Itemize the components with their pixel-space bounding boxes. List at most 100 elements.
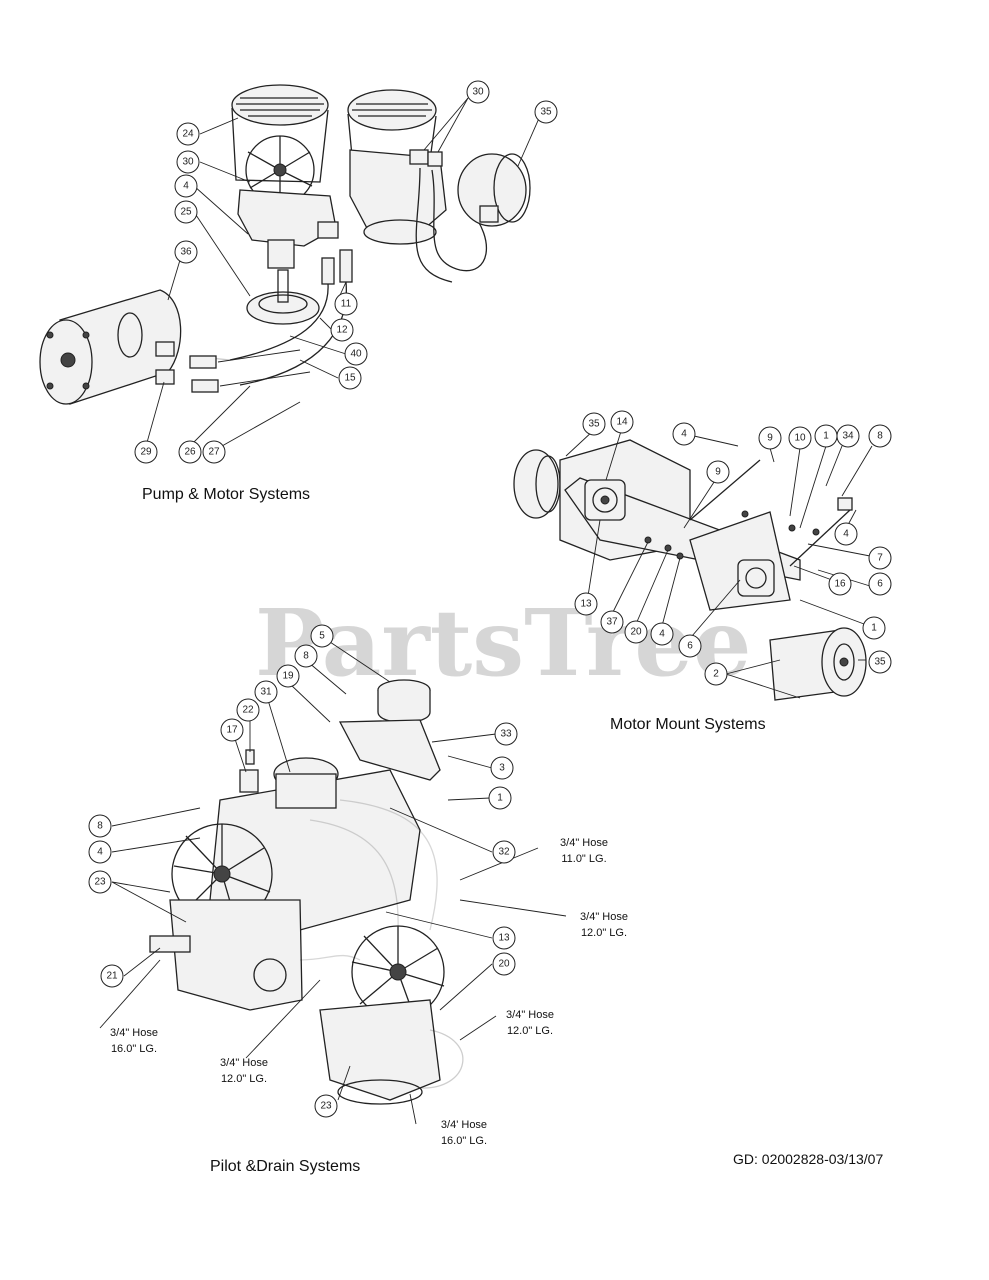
callout-30: 30 — [466, 80, 490, 104]
callout-1: 1 — [814, 424, 838, 448]
callout-label: 1 — [823, 431, 829, 442]
callout-22: 22 — [236, 698, 260, 722]
section-title-pilot-drain: Pilot &Drain Systems — [210, 1158, 360, 1175]
hose-label-length: 12.0" LG. — [221, 1073, 267, 1085]
callout-label: 30 — [182, 157, 194, 168]
callout-1: 1 — [488, 786, 512, 810]
callout-23: 23 — [88, 870, 112, 894]
callout-13: 13 — [492, 926, 516, 950]
pump-motor-assembly — [39, 84, 531, 405]
callout-8: 8 — [88, 814, 112, 838]
callout-label: 10 — [794, 433, 806, 444]
callout-label: 12 — [336, 325, 348, 336]
callout-label: 4 — [97, 847, 103, 858]
callout-35: 35 — [868, 650, 892, 674]
callout-label: 17 — [226, 725, 238, 736]
callout-label: 6 — [877, 579, 883, 590]
callout-9: 9 — [758, 426, 782, 450]
callout-6: 6 — [678, 634, 702, 658]
callout-label: 34 — [842, 431, 854, 442]
callout-11: 11 — [334, 292, 358, 316]
callout-19: 19 — [276, 664, 300, 688]
callout-4: 4 — [174, 174, 198, 198]
callout-16: 16 — [828, 572, 852, 596]
callout-label: 25 — [180, 207, 192, 218]
hose-label-size: 3/4' Hose — [441, 1119, 487, 1131]
callout-label: 37 — [606, 617, 618, 628]
callout-40: 40 — [344, 342, 368, 366]
callout-label: 23 — [320, 1101, 332, 1112]
callout-12: 12 — [330, 318, 354, 342]
hose-label-size: 3/4" Hose — [506, 1009, 554, 1021]
hose-label-length: 12.0" LG. — [581, 927, 627, 939]
callout-label: 30 — [472, 87, 484, 98]
callout-34: 34 — [836, 424, 860, 448]
callout-35: 35 — [582, 412, 606, 436]
section-title-motor-mount: Motor Mount Systems — [610, 716, 766, 733]
callout-label: 35 — [588, 419, 600, 430]
callout-5: 5 — [310, 624, 334, 648]
hose-label-length: 12.0" LG. — [507, 1025, 553, 1037]
motor-mount-assembly — [513, 439, 867, 701]
callout-4: 4 — [88, 840, 112, 864]
callout-label: 1 — [497, 793, 503, 804]
callout-label: 9 — [767, 433, 773, 444]
pilot-drain-assembly — [149, 679, 464, 1105]
callout-label: 4 — [681, 429, 687, 440]
callout-13: 13 — [574, 592, 598, 616]
callout-36: 36 — [174, 240, 198, 264]
callout-35: 35 — [534, 100, 558, 124]
callout-label: 13 — [580, 599, 592, 610]
callout-label: 3 — [499, 763, 505, 774]
callout-6: 6 — [868, 572, 892, 596]
section-title-pump-motor: Pump & Motor Systems — [142, 486, 310, 503]
callout-label: 29 — [140, 447, 152, 458]
pilot-drain-callouts: 5 8 19 31 22 17 33 3 1 8 4 32 23 13 21 2… — [88, 624, 567, 1125]
hose-label: 3/4' Hose 16.0" LG. — [441, 1119, 487, 1147]
hose-label: 3/4" Hose 12.0" LG. — [506, 1009, 554, 1037]
callout-1: 1 — [862, 616, 886, 640]
hose-label-length: 16.0" LG. — [441, 1135, 487, 1147]
callout-label: 33 — [500, 729, 512, 740]
callout-label: 27 — [208, 447, 220, 458]
callout-label: 22 — [242, 705, 254, 716]
callout-23: 23 — [314, 1094, 338, 1118]
callout-9: 9 — [706, 460, 730, 484]
callout-17: 17 — [220, 718, 244, 742]
document-code: GD: 02002828-03/13/07 — [733, 1151, 883, 1167]
callout-10: 10 — [788, 426, 812, 450]
callout-label: 23 — [94, 877, 106, 888]
callout-label: 2 — [713, 669, 719, 680]
hose-label-length: 16.0" LG. — [111, 1043, 157, 1055]
callout-label: 32 — [498, 847, 510, 858]
callout-label: 35 — [540, 107, 552, 118]
hose-label: 3/4" Hose 12.0" LG. — [580, 911, 628, 939]
callout-4: 4 — [650, 622, 674, 646]
hose-label: 3/4" Hose 12.0" LG. — [220, 1057, 268, 1085]
callout-label: 9 — [715, 467, 721, 478]
callout-label: 5 — [319, 631, 325, 642]
hose-label-size: 3/4" Hose — [220, 1057, 268, 1069]
callout-3: 3 — [490, 756, 514, 780]
callout-label: 4 — [659, 629, 665, 640]
callout-8: 8 — [868, 424, 892, 448]
callout-label: 7 — [877, 553, 883, 564]
callout-label: 6 — [687, 641, 693, 652]
callout-label: 20 — [498, 959, 510, 970]
callout-label: 11 — [341, 299, 352, 310]
callout-label: 35 — [874, 657, 886, 668]
callout-label: 20 — [630, 627, 642, 638]
callout-label: 15 — [344, 373, 356, 384]
callout-label: 36 — [180, 247, 192, 258]
callout-label: 40 — [350, 349, 362, 360]
callout-label: 8 — [877, 431, 883, 442]
callout-27: 27 — [202, 440, 226, 464]
callout-label: 16 — [834, 579, 846, 590]
callout-31: 31 — [254, 680, 278, 704]
hose-label-size: 3/4" Hose — [580, 911, 628, 923]
callout-label: 8 — [97, 821, 103, 832]
callout-label: 8 — [303, 651, 309, 662]
callout-29: 29 — [134, 440, 158, 464]
motor-mount-callouts: 35 14 4 9 10 1 34 8 9 4 7 16 6 13 37 20 … — [565, 410, 892, 699]
